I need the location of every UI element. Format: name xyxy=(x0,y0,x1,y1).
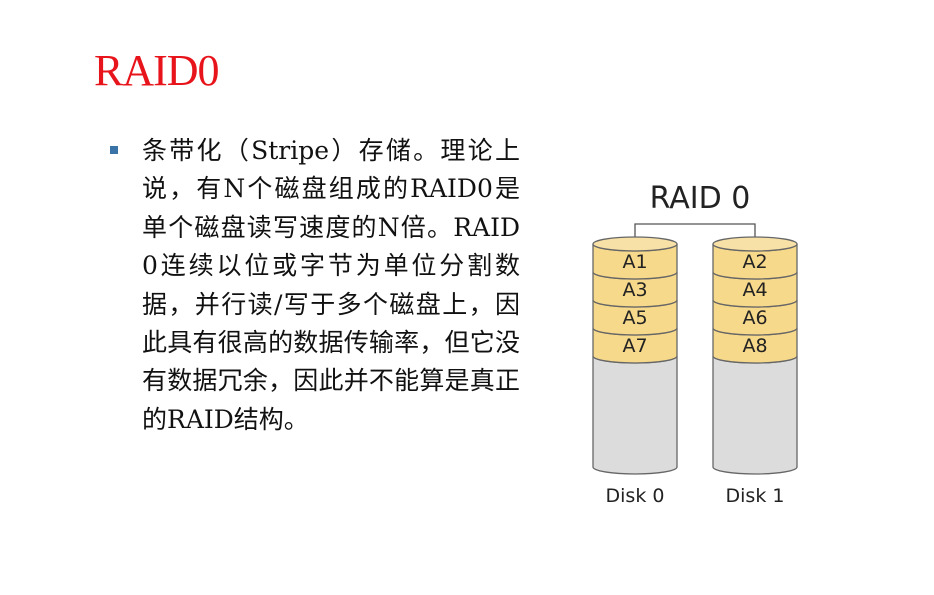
bullet-text: 条带化（Stripe）存储。理论上说，有N个磁盘组成的RAID0是单个磁盘读写速… xyxy=(142,136,520,434)
data-block-label: A5 xyxy=(622,307,647,329)
disk-empty-space xyxy=(592,355,678,475)
disk-label: Disk 0 xyxy=(606,485,665,507)
data-block-label: A7 xyxy=(622,335,647,357)
bullet-marker xyxy=(110,146,118,154)
data-block-label: A2 xyxy=(742,251,767,273)
data-block-label: A3 xyxy=(622,279,647,301)
data-block-label: A4 xyxy=(742,279,767,301)
data-block-label: A6 xyxy=(742,307,767,329)
connector-line xyxy=(634,223,756,237)
disk-label: Disk 1 xyxy=(726,485,785,507)
disk-empty-space xyxy=(712,355,798,475)
data-block-label: A1 xyxy=(622,251,647,273)
diagram-title: RAID 0 xyxy=(650,181,751,216)
disk-top xyxy=(712,236,798,252)
diagram-connector xyxy=(634,223,756,237)
disk-top xyxy=(592,236,678,252)
data-block-label: A8 xyxy=(742,335,767,357)
slide-title: RAID0 xyxy=(94,46,220,95)
